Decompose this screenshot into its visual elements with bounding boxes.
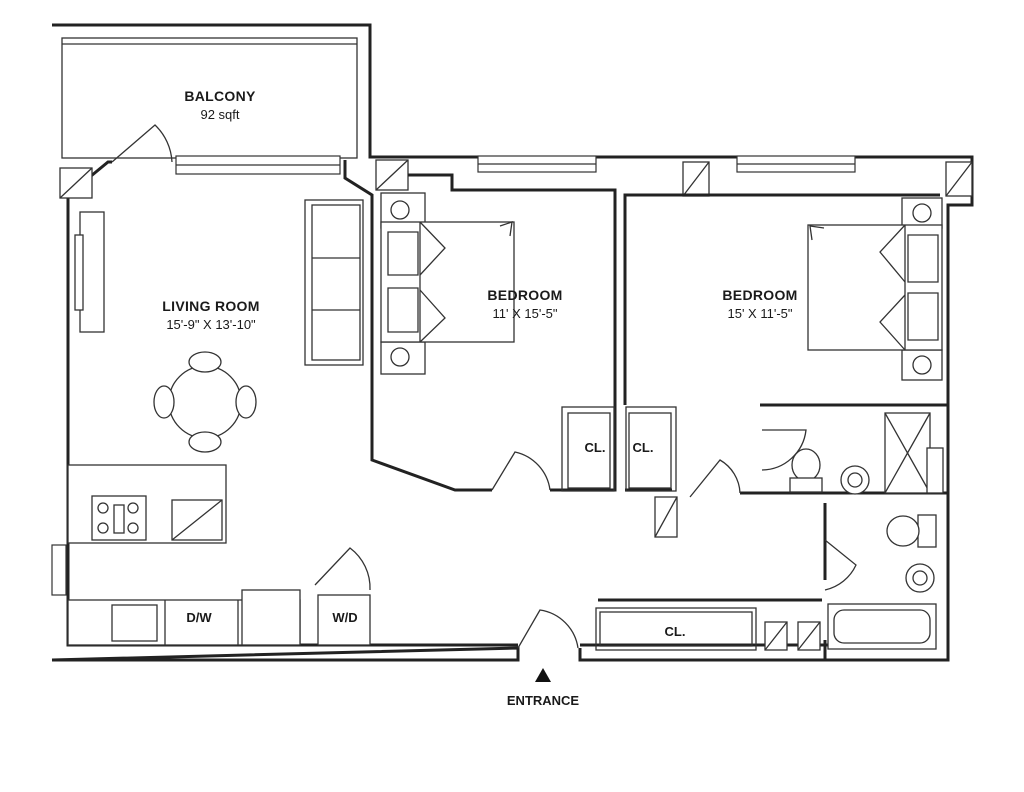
columns [59, 159, 973, 651]
bedroom1-label: BEDROOM 11' X 15'-5" [487, 287, 562, 321]
bedroom1-name: BEDROOM [487, 287, 563, 303]
balcony-label: BALCONY 92 sqft [184, 88, 255, 122]
closets [561, 406, 757, 651]
windows [51, 155, 856, 596]
living-room-dims: 15'-9" X 13'-10" [166, 317, 256, 332]
balcony-name: BALCONY [184, 88, 256, 104]
bathrooms [789, 412, 944, 650]
bedroom2-bed [807, 197, 943, 381]
closet3-label: CL. [664, 624, 686, 639]
balcony-area: 92 sqft [200, 107, 240, 122]
kitchen [67, 464, 371, 646]
bedroom2-label: BEDROOM 15' X 11'-5" [722, 287, 797, 321]
bedroom2-name: BEDROOM [722, 287, 798, 303]
living-room-label: LIVING ROOM 15'-9" X 13'-10" [162, 298, 259, 332]
triangle-up-icon [535, 668, 551, 682]
bedroom1-bed [380, 192, 515, 375]
interior-walls [343, 160, 948, 660]
closet1-label: CL. [584, 440, 606, 455]
dishwasher-label: D/W [186, 610, 212, 625]
bedroom2-dims: 15' X 11'-5" [727, 306, 793, 321]
entrance-label: ENTRANCE [506, 693, 580, 708]
closet2-label: CL. [632, 440, 654, 455]
bedroom1-dims: 11' X 15'-5" [492, 306, 558, 321]
washer-dryer-label: W/D [332, 610, 358, 625]
living-furniture [74, 199, 364, 453]
doors [314, 429, 857, 649]
living-room-name: LIVING ROOM [162, 298, 260, 314]
